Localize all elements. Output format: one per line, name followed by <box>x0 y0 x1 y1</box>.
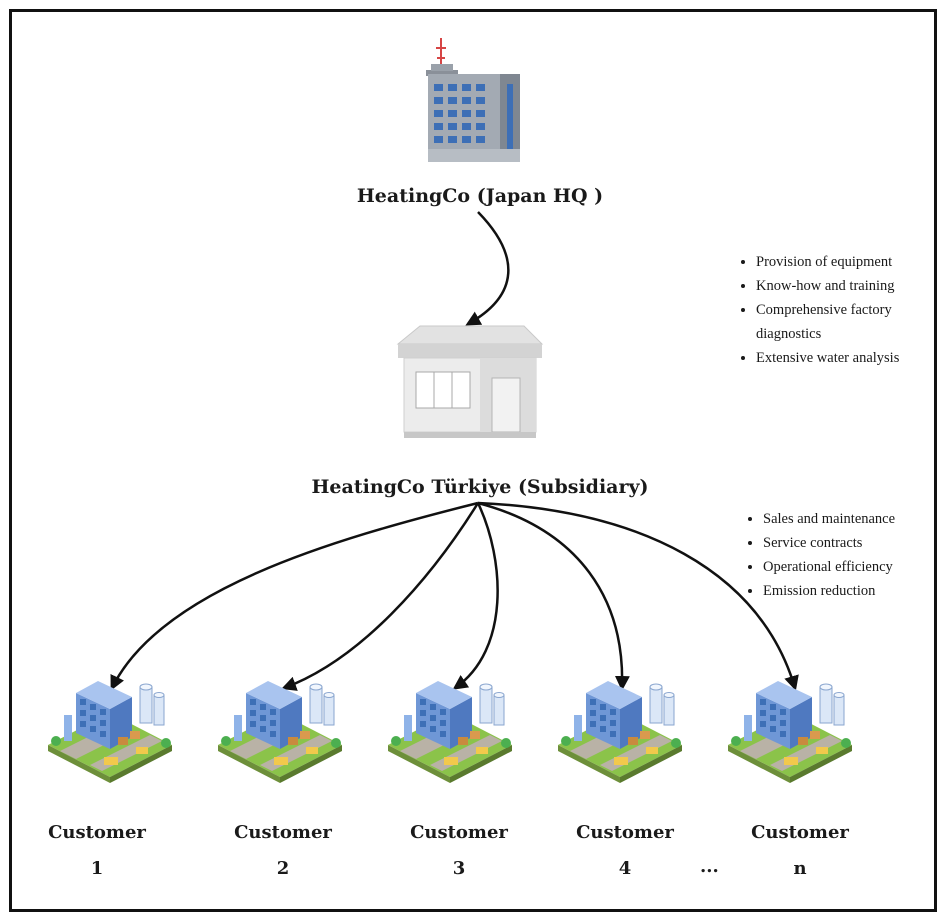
list-item: Service contracts <box>763 531 949 555</box>
list-item: Emission reduction <box>763 579 949 603</box>
list-item: Sales and maintenance <box>763 507 949 531</box>
list-item: Know-how and training <box>756 274 949 298</box>
list-item: Operational efficiency <box>763 555 949 579</box>
list-item: Provision of equipment <box>756 250 949 274</box>
factory-icon <box>48 681 172 783</box>
customer-word: Customer <box>751 822 849 843</box>
diagram-frame <box>9 9 937 912</box>
list-item: Extensive water analysis <box>756 346 949 370</box>
hq-label: HeatingCo (Japan HQ ) <box>356 185 604 207</box>
list-item: Comprehensive factory diagnostics <box>756 298 949 346</box>
customer-1-label: Customer 1 <box>32 815 162 887</box>
customer-word: Customer <box>48 822 146 843</box>
customer-id: 2 <box>276 858 290 879</box>
customer-id: n <box>793 858 807 879</box>
arrow-to-customer-1 <box>110 501 479 691</box>
factory-icon <box>728 681 852 783</box>
customer-n-label: Customer n <box>735 815 865 887</box>
customer-2-label: Customer 2 <box>218 815 348 887</box>
arrow-to-customer-2 <box>281 502 480 691</box>
ellipsis: ... <box>700 856 719 877</box>
customer-word: Customer <box>410 822 508 843</box>
customer-word: Customer <box>576 822 674 843</box>
factory-icon <box>558 681 682 783</box>
arrow-to-customer-3 <box>452 502 499 690</box>
arrow-to-customer-n <box>477 501 799 691</box>
arrow-to-customer-4 <box>477 501 630 691</box>
office-tower-icon <box>426 38 520 162</box>
subsidiary-services-list: Sales and maintenance Service contracts … <box>745 507 949 603</box>
customer-id: 4 <box>618 858 632 879</box>
arrow-hq-to-subsidiary <box>465 211 510 326</box>
customer-word: Customer <box>234 822 332 843</box>
customer-3-label: Customer 3 <box>394 815 524 887</box>
small-office-building-icon <box>396 325 544 438</box>
subsidiary-label: HeatingCo Türkiye (Subsidiary) <box>311 476 649 498</box>
hq-services-list: Provision of equipment Know-how and trai… <box>738 250 949 370</box>
factory-icon <box>388 681 512 783</box>
customer-id: 3 <box>452 858 466 879</box>
customer-id: 1 <box>90 858 104 879</box>
factory-icon <box>218 681 342 783</box>
customer-4-label: Customer 4 <box>560 815 690 887</box>
